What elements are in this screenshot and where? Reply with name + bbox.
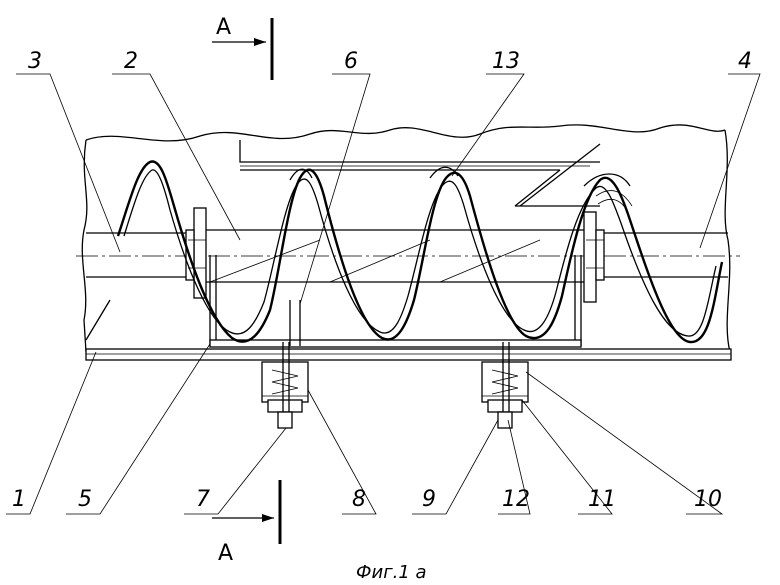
callout-6: 6 — [344, 49, 358, 74]
callout-9: 9 — [422, 487, 436, 512]
section-label-top: А — [216, 15, 231, 40]
callout-11: 11 — [588, 487, 616, 512]
callout-8: 8 — [352, 487, 366, 512]
screw-flights — [116, 160, 724, 344]
callout-10: 10 — [694, 487, 722, 512]
leader-lines — [6, 73, 761, 515]
callout-2: 2 — [124, 49, 138, 74]
callout-7: 7 — [196, 487, 210, 512]
housing — [81, 124, 732, 361]
upper-guide — [239, 140, 601, 207]
section-label-bottom: А — [218, 541, 233, 566]
callout-5: 5 — [78, 487, 92, 512]
section-marker-top: А — [212, 15, 274, 80]
figure-caption: Фиг.1 а — [356, 562, 427, 583]
spring-mount-right — [481, 342, 529, 429]
callout-12: 12 — [502, 487, 530, 512]
callout-1: 1 — [12, 487, 26, 512]
section-marker-bottom: А — [212, 480, 282, 566]
callout-13: 13 — [492, 49, 520, 74]
callout-numbers: 3 2 6 13 4 1 5 7 8 9 12 11 10 — [12, 49, 752, 512]
callout-4: 4 — [738, 49, 752, 74]
trough-frame — [85, 255, 582, 348]
spring-mount-left — [261, 342, 309, 429]
callout-3: 3 — [28, 49, 42, 74]
